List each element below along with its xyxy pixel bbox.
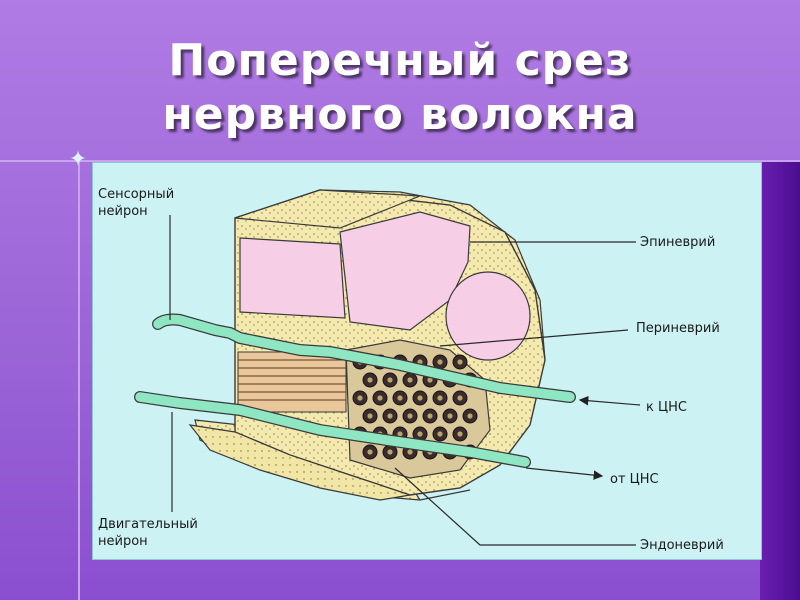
fiber-core xyxy=(367,377,373,383)
fiber-core xyxy=(427,413,433,419)
fiber-core xyxy=(437,395,443,401)
motor-axon xyxy=(134,391,531,468)
fiber-core xyxy=(437,359,443,365)
label-to-cns: к ЦНС xyxy=(646,400,687,415)
label-sensory-neuron-2: нейрон xyxy=(98,204,148,219)
fiber-core xyxy=(387,377,393,383)
fiber-core xyxy=(407,413,413,419)
nerve-top-face xyxy=(234,189,421,229)
fiber-core xyxy=(357,395,363,401)
fiber-core xyxy=(367,449,373,455)
fiber-core xyxy=(387,449,393,455)
label-motor-neuron-1: Двигательный xyxy=(98,517,198,532)
fiber-core xyxy=(467,413,473,419)
slide-title: Поперечный срез нервного волокна xyxy=(0,34,800,142)
fiber-core xyxy=(457,395,463,401)
title-divider xyxy=(0,160,800,162)
label-endoneurium: Эндоневрий xyxy=(640,538,724,553)
fiber-core xyxy=(397,431,403,437)
fiber-core xyxy=(457,359,463,365)
fiber-core xyxy=(447,413,453,419)
sensory-axon xyxy=(152,313,576,403)
fiber-core xyxy=(457,431,463,437)
fiber-core xyxy=(417,431,423,437)
fiber-core xyxy=(397,395,403,401)
fiber-core xyxy=(387,413,393,419)
fiber-core xyxy=(407,449,413,455)
fiber-core xyxy=(427,377,433,383)
fascicle-interior xyxy=(339,211,471,331)
label-perineurium: Периневрий xyxy=(636,321,720,336)
label-epineurium: Эпиневрий xyxy=(640,235,715,250)
fiber-core xyxy=(367,413,373,419)
leader-lines xyxy=(169,215,641,546)
sparkle-icon: ✦ xyxy=(68,147,88,172)
fascicle-front-cut xyxy=(239,237,346,319)
title-line-1: Поперечный срез xyxy=(168,35,632,86)
fiber-core xyxy=(417,395,423,401)
label-motor-neuron-2: нейрон xyxy=(98,534,148,549)
label-from-cns: от ЦНС xyxy=(610,472,659,487)
title-line-2: нервного волокна xyxy=(162,89,638,140)
fiber-core xyxy=(407,377,413,383)
fiber-core xyxy=(377,395,383,401)
fiber-core xyxy=(437,431,443,437)
fascicle-small xyxy=(445,271,531,361)
longitudinal-fibers xyxy=(237,351,347,413)
decorative-band xyxy=(760,160,800,600)
label-sensory-neuron-1: Сенсорный xyxy=(98,187,174,202)
left-divider xyxy=(78,160,80,600)
